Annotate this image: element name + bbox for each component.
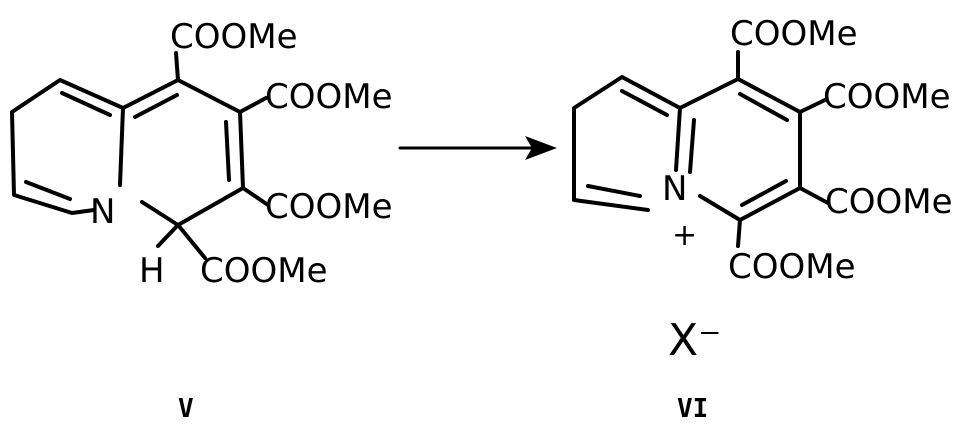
vi-c2-bond: [798, 98, 827, 114]
vi-pyridine-inner-bond-a: [620, 89, 669, 117]
compound-v: N H COOMe COOMe COOMe COOMe: [10, 17, 393, 291]
v-second-ring: [121, 78, 245, 227]
vi-ester-group-4: COOMe: [728, 247, 856, 287]
vi-second-ring: [678, 77, 802, 222]
vi-ester-group-3: COOMe: [825, 182, 953, 222]
v-nitrogen-atom: N: [90, 192, 115, 232]
v-c1-bond: [174, 51, 180, 82]
reaction-arrow: [398, 136, 557, 160]
vi-pyridine-ring: [572, 75, 682, 212]
compound-label-v: V: [178, 394, 194, 424]
v-ester-group-4: COOMe: [200, 251, 328, 291]
vi-ester-group-2: COOMe: [823, 77, 951, 117]
compound-vi: N + COOMe COOMe COOMe COOMe X⁻: [572, 14, 953, 366]
vi-n-fusion-double: [688, 118, 696, 174]
compound-label-vi: VI: [677, 394, 708, 424]
arrow-head: [525, 136, 557, 160]
v-n-to-ring-bond: [70, 208, 96, 215]
vi-c1-c2-double: [738, 92, 789, 122]
vi-c4-bond: [736, 218, 742, 248]
vi-c3-c4-double: [740, 179, 788, 207]
v-pyridine-inner-bond-a: [60, 91, 112, 117]
vi-positive-charge: +: [672, 218, 697, 253]
v-c2-c3-double: [224, 120, 231, 182]
v-pyridine-ring: [10, 78, 125, 215]
v-hydrogen-atom: H: [139, 251, 165, 291]
vi-counterion: X⁻: [668, 315, 721, 366]
vi-pyridine-inner-bond-b: [586, 184, 642, 198]
v-ester-group-1: COOMe: [170, 17, 298, 57]
v-pyridine-inner-bond-b: [24, 180, 72, 201]
v-c4-h-bond: [156, 223, 180, 248]
v-ester-group-2: COOMe: [265, 77, 393, 117]
vi-ester-group-1: COOMe: [730, 14, 858, 54]
v-c3-bond: [241, 186, 270, 207]
vi-nitrogen-atom: N: [662, 169, 687, 209]
v-ester-group-3: COOMe: [265, 187, 393, 227]
v-c4-ester-bond: [176, 223, 207, 260]
v-c2-bond: [238, 96, 268, 114]
v-ring-fusion-double: [133, 93, 179, 119]
vi-c3-bond: [798, 186, 830, 205]
